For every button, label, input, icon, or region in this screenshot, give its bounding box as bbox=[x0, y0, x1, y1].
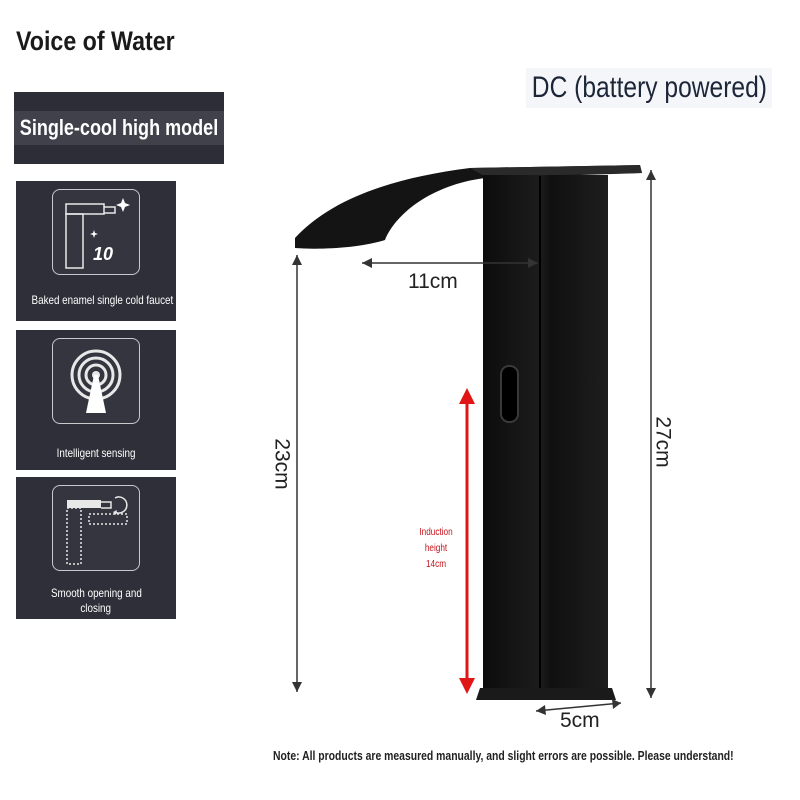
model-banner: Single-cool high model bbox=[14, 92, 224, 164]
power-type-label: DC (battery powered) bbox=[526, 68, 772, 108]
feature-caption: Intelligent sensing bbox=[56, 446, 136, 460]
faucet-open-close-icon bbox=[52, 485, 140, 571]
model-banner-strip: Single-cool high model bbox=[14, 111, 224, 145]
total-height-label: 27cm bbox=[651, 416, 675, 468]
induction-height-label: Induction height 14cm bbox=[419, 527, 453, 570]
model-banner-label: Single-cool high model bbox=[19, 115, 219, 140]
spout-height-label: 23cm bbox=[270, 438, 294, 490]
base-width-label: 5cm bbox=[560, 709, 600, 732]
brand-title: Voice of Water bbox=[16, 26, 175, 56]
feature-caption: Smooth opening and closing bbox=[50, 586, 142, 615]
feature-card-smooth: Smooth opening and closing bbox=[16, 477, 176, 619]
feature-card-enamel: 10 Baked enamel single cold faucet bbox=[16, 181, 176, 321]
footer-note: Note: All products are measured manually… bbox=[273, 748, 734, 763]
svg-text:10: 10 bbox=[93, 244, 113, 264]
sensor-signal-icon bbox=[52, 338, 140, 424]
feature-card-sensing: Intelligent sensing bbox=[16, 330, 176, 470]
feature-caption: Baked enamel single cold faucet bbox=[31, 293, 174, 307]
spout-length-label: 11cm bbox=[408, 270, 458, 293]
faucet-icon: 10 bbox=[52, 189, 140, 275]
